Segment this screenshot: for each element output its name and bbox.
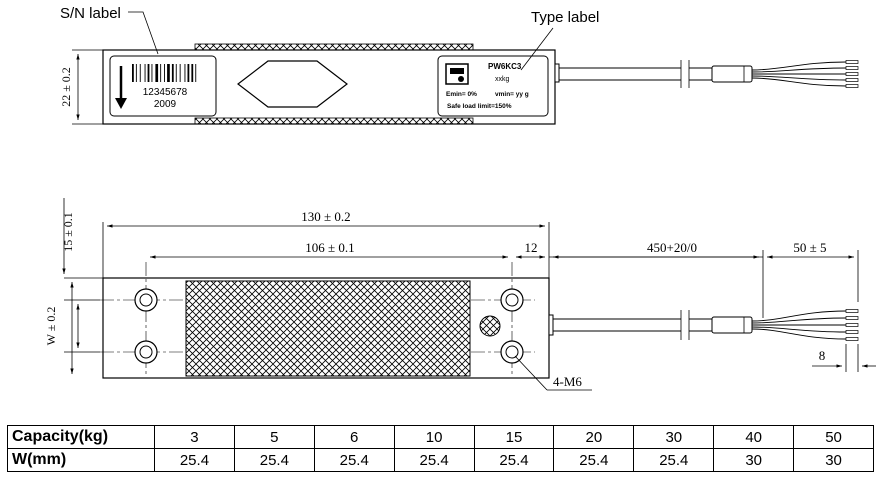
- mount-hole-right-upper: [500, 288, 524, 312]
- wire-tinned-end: [845, 78, 859, 82]
- barcode-bar: [139, 64, 141, 82]
- load-direction-arrowhead: [115, 98, 127, 109]
- capacity-row: Capacity(kg) 3 5 6 10 15 20 30 40 50: [7, 425, 875, 449]
- top-cable-sleeve: [711, 65, 753, 83]
- capacity-cell: 15: [473, 425, 555, 449]
- capacity-header: Capacity(kg): [7, 425, 155, 449]
- wire: [751, 310, 847, 322]
- strip-length-dimension: 50 ± 5: [793, 240, 826, 255]
- cable-length-dimension: 450+20/0: [647, 240, 697, 255]
- capacity-cell: 3: [154, 425, 235, 449]
- width-cell: 25.4: [393, 448, 475, 472]
- wire-tinned-end: [845, 316, 859, 320]
- side-cable-sleeve: [711, 316, 753, 334]
- barcode-bar: [132, 64, 134, 82]
- height-dimension: 22 ± 0.2: [59, 67, 73, 107]
- capacity-cell: 30: [633, 425, 715, 449]
- top-view: 12345678 2009 PW6KC3 xxkg Emin= 0% vmin=…: [59, 5, 859, 125]
- barcode-bar: [144, 64, 146, 82]
- width-header: W(mm): [7, 448, 155, 472]
- type-emin: Emin= 0%: [446, 91, 477, 98]
- capacity-cell: 40: [713, 425, 795, 449]
- top-cable-boss: [554, 63, 560, 83]
- sn-number: 12345678: [143, 87, 188, 98]
- wire: [751, 67, 847, 73]
- barcode-bar: [187, 64, 190, 82]
- type-vmin: vmin= yy g: [495, 91, 529, 98]
- capacity-cell: 50: [793, 425, 875, 449]
- top-strain-strip-lower: [194, 117, 474, 125]
- width-cell: 25.4: [633, 448, 715, 472]
- tin-length-dimension: 8: [819, 348, 826, 363]
- capacity-cell: 5: [233, 425, 315, 449]
- wire-tinned-end: [845, 72, 859, 76]
- width-cell: 25.4: [553, 448, 635, 472]
- top-strain-strip-upper: [194, 43, 474, 51]
- certification-logo-icon: [445, 63, 469, 85]
- width-cell: 25.4: [233, 448, 315, 472]
- barcode-bar: [135, 64, 137, 82]
- barcode-bar: [191, 64, 194, 82]
- mount-hole-left-lower: [134, 340, 158, 364]
- wire-tinned-end: [845, 323, 859, 327]
- type-safe-load: Safe load limit=150%: [447, 103, 512, 110]
- capacity-width-table: Capacity(kg) 3 5 6 10 15 20 30 40 50 W(m…: [7, 425, 875, 472]
- capacity-cell: 6: [313, 425, 395, 449]
- barcode-bar: [155, 64, 159, 82]
- type-model: PW6KC3: [488, 62, 522, 71]
- end-offset-dimension: 12: [525, 240, 538, 255]
- wire: [751, 75, 847, 81]
- top-wires: [751, 60, 859, 88]
- barcode-bar: [164, 64, 165, 82]
- width-cell: 25.4: [473, 448, 555, 472]
- wire-tinned-end: [845, 84, 859, 88]
- mount-hole-right-lower: [500, 340, 524, 364]
- width-cell: 25.4: [154, 448, 235, 472]
- wire: [751, 326, 847, 333]
- potting-dot: [479, 315, 501, 337]
- barcode-bar: [147, 64, 150, 82]
- sn-year: 2009: [154, 99, 177, 110]
- type-label-callout: Type label: [531, 9, 599, 26]
- wire: [751, 77, 847, 87]
- barcode-bar: [160, 64, 162, 82]
- side-wires: [751, 309, 859, 341]
- wire: [751, 328, 847, 340]
- wire-tinned-end: [845, 309, 859, 313]
- thread-callout: 4-M6: [553, 374, 582, 389]
- gauge-area: [185, 280, 471, 377]
- sn-label-callout: S/N label: [60, 5, 121, 22]
- barcode-bar: [175, 64, 177, 82]
- width-cell: 30: [793, 448, 875, 472]
- wire: [751, 61, 847, 71]
- width-cell: 30: [713, 448, 795, 472]
- barcode-bar: [179, 64, 181, 82]
- length-total-dimension: 130 ± 0.2: [301, 209, 350, 224]
- barcode-bar: [171, 64, 174, 82]
- wire: [751, 317, 847, 324]
- width-row: W(mm) 25.4 25.4 25.4 25.4 25.4 25.4 25.4…: [7, 448, 875, 472]
- wire-tinned-end: [845, 330, 859, 334]
- barcode-bar: [184, 64, 186, 82]
- barcode: [132, 64, 197, 82]
- binocular-hole: [237, 60, 348, 108]
- wire-tinned-end: [845, 60, 859, 64]
- side-view: 130 ± 0.2 106 ± 0.1 12 450+20/0 50 ± 5 8…: [44, 198, 876, 391]
- width-dimension: W ± 0.2: [44, 307, 58, 346]
- thickness-dimension: 15 ± 0.1: [61, 212, 75, 252]
- wire-tinned-end: [845, 66, 859, 70]
- wire-tinned-end: [845, 337, 859, 341]
- load-cell-drawing: 12345678 2009 PW6KC3 xxkg Emin= 0% vmin=…: [44, 5, 876, 391]
- barcode-bar: [167, 64, 170, 82]
- barcode-bar: [151, 64, 153, 82]
- capacity-cell: 20: [553, 425, 635, 449]
- barcode-bar: [195, 64, 197, 82]
- width-cell: 25.4: [313, 448, 395, 472]
- mount-hole-left-upper: [134, 288, 158, 312]
- capacity-cell: 10: [393, 425, 475, 449]
- hole-spacing-dimension: 106 ± 0.1: [305, 240, 354, 255]
- type-capacity-code: xxkg: [495, 76, 510, 83]
- side-cable-boss: [548, 314, 554, 336]
